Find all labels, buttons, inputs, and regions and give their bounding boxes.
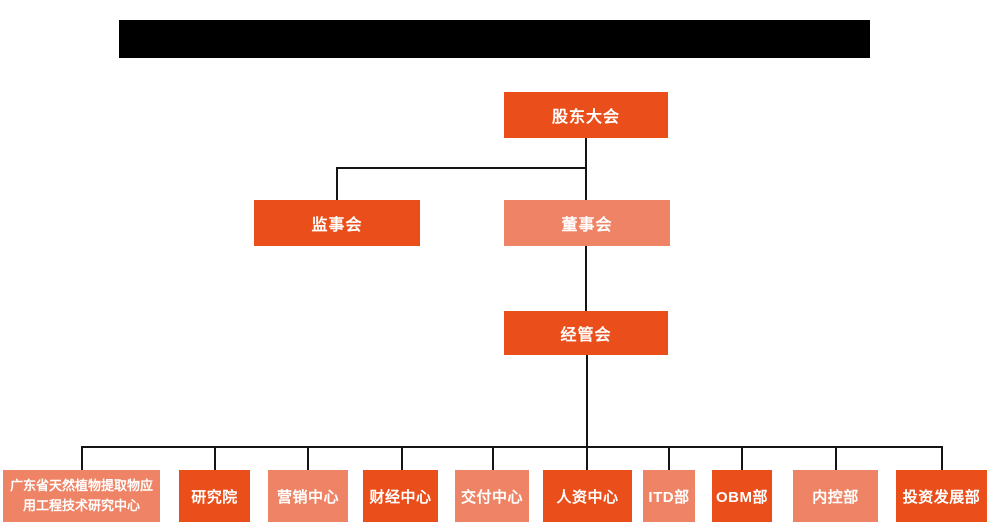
org-node-label: 监事会 xyxy=(311,217,363,234)
connector-line xyxy=(214,446,216,470)
connector-line xyxy=(585,246,587,311)
connector-line xyxy=(585,167,587,200)
org-node-research-institute: 研究院 xyxy=(179,470,250,522)
connector-line xyxy=(81,446,83,470)
org-node-label: 股东大会 xyxy=(551,109,620,126)
connector-line xyxy=(336,167,587,169)
org-node-research-center: 广东省天然植物提取物应用工程技术研究中心 xyxy=(3,470,160,522)
connector-line xyxy=(835,446,837,470)
org-node-internal-control-department: 内控部 xyxy=(793,470,878,522)
org-node-supervisory-board: 监事会 xyxy=(254,200,420,246)
org-node-board-of-directors: 董事会 xyxy=(504,200,670,246)
connector-line xyxy=(81,446,943,448)
org-node-hr-center: 人资中心 xyxy=(543,470,632,522)
org-node-label: 营销中心 xyxy=(276,488,339,506)
connector-line xyxy=(492,446,494,470)
org-node-label: 内控部 xyxy=(812,488,859,506)
org-node-finance-center: 财经中心 xyxy=(363,470,438,522)
org-node-label: OBM部 xyxy=(716,488,768,506)
connector-line xyxy=(941,446,943,470)
org-node-marketing-center: 营销中心 xyxy=(268,470,348,522)
org-node-delivery-center: 交付中心 xyxy=(455,470,529,522)
org-node-itd-department: ITD部 xyxy=(643,470,695,522)
connector-line xyxy=(668,446,670,470)
connector-line xyxy=(401,446,403,470)
org-node-label: 广东省天然植物提取物应用工程技术研究中心 xyxy=(9,477,153,513)
org-node-label: 人资中心 xyxy=(556,488,619,506)
org-node-label: 经管会 xyxy=(560,327,612,344)
redacted-title-bar xyxy=(119,20,870,58)
org-node-label: 投资发展部 xyxy=(902,488,981,506)
org-node-investment-development-department: 投资发展部 xyxy=(896,470,987,522)
org-node-shareholders: 股东大会 xyxy=(504,92,668,138)
connector-line xyxy=(336,167,338,200)
org-node-management-committee: 经管会 xyxy=(504,311,668,355)
org-node-label: 董事会 xyxy=(561,217,613,234)
connector-line xyxy=(586,355,588,447)
org-node-obm-department: OBM部 xyxy=(712,470,772,522)
org-node-label: 交付中心 xyxy=(460,488,523,506)
org-node-label: ITD部 xyxy=(648,488,690,506)
connector-line xyxy=(307,446,309,470)
org-node-label: 财经中心 xyxy=(369,488,432,506)
connector-line xyxy=(585,138,587,169)
org-node-label: 研究院 xyxy=(191,488,238,506)
connector-line xyxy=(586,446,588,470)
connector-line xyxy=(741,446,743,470)
